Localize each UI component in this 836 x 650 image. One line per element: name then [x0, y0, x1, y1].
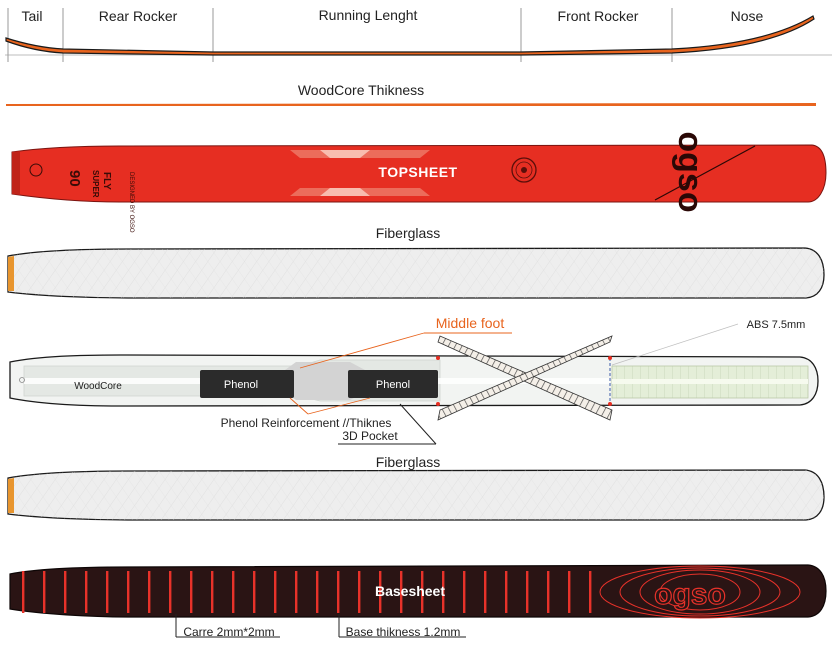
- basesheet-stripe: [64, 571, 67, 613]
- fiberglass-top-section: Fiberglass: [7, 225, 825, 299]
- topsheet-section: 90 SUPER FLY DESIGNED BY OGSO TOPSHEET o…: [11, 131, 827, 233]
- phenol-block-2: [348, 370, 438, 398]
- phenol-reinforcement-label: Phenol Reinforcement //Thiknes: [221, 416, 392, 430]
- woodcore-label: WoodCore: [74, 381, 122, 392]
- base-thickness-label: Base thikness 1.2mm: [346, 625, 461, 639]
- fiberglass-bottom-texture: [8, 470, 824, 520]
- basesheet-stripe: [505, 571, 508, 613]
- fiberglass-top-texture: [8, 248, 824, 298]
- pocket-corner-marker: [436, 402, 440, 406]
- fiberglass-bottom-tail-accent: [8, 478, 14, 513]
- basesheet-stripe: [379, 571, 382, 613]
- pocket-corner-marker: [608, 356, 612, 360]
- carre-label: Carre 2mm*2mm: [183, 625, 274, 639]
- basesheet-brand-logo: ogso: [654, 578, 726, 611]
- basesheet-contour-lines: [599, 565, 801, 619]
- topsheet-model-line: SUPER: [91, 170, 100, 198]
- basesheet-stripe: [547, 571, 550, 613]
- topsheet-diagonal-stripe: [654, 145, 756, 201]
- core-section: ABS 7.5mm Phenol Phenol WoodCore Middle …: [9, 315, 819, 445]
- core-tail-mark: [19, 377, 25, 383]
- middle-foot-zone: [285, 362, 365, 400]
- topsheet-model-number: 90: [66, 170, 83, 187]
- fiberglass-bottom-section: Fiberglass: [7, 454, 825, 521]
- basesheet-stripe: [106, 571, 109, 613]
- basesheet-label: Basesheet: [375, 583, 445, 599]
- zone-label-nose: Nose: [731, 8, 764, 24]
- basesheet-stripe: [589, 571, 592, 613]
- basesheet-ski: [9, 564, 827, 618]
- zone-label-front-rocker: Front Rocker: [558, 8, 639, 24]
- topsheet-side-text: DESIGNED BY OGSO: [128, 172, 134, 233]
- basesheet-stripe: [43, 571, 46, 613]
- basesheet-stripe: [400, 571, 403, 613]
- zone-label-running-length: Running Lenght: [319, 7, 418, 23]
- zone-label-tail: Tail: [21, 8, 42, 24]
- basesheet-stripe: [274, 571, 277, 613]
- basesheet-stripe: [190, 571, 193, 613]
- basesheet-stripe: [85, 571, 88, 613]
- basesheet-stripe: [568, 571, 571, 613]
- abs-leader-line: [611, 323, 739, 366]
- basesheet-stripe: [148, 571, 151, 613]
- basesheet-stripe: [211, 571, 214, 613]
- phenol-label-1: Phenol: [224, 379, 258, 391]
- basesheet-stripe: [253, 571, 256, 613]
- basesheet-stripe: [22, 571, 25, 613]
- phenol-label-2: Phenol: [376, 379, 410, 391]
- basesheet-section: ogso Basesheet Carre 2mm*2mm Base thikne…: [9, 564, 827, 639]
- basesheet-stripe: [442, 571, 445, 613]
- pocket-corner-marker: [608, 402, 612, 406]
- basesheet-stripe: [421, 571, 424, 613]
- basesheet-stripes: [22, 571, 592, 613]
- ski-profile-curve: [5, 15, 815, 56]
- basesheet-stripe: [316, 571, 319, 613]
- basesheet-stripe: [232, 571, 235, 613]
- basesheet-stripe: [463, 571, 466, 613]
- fiberglass-top-tail-accent: [8, 256, 14, 291]
- basesheet-stripe: [526, 571, 529, 613]
- basesheet-stripe: [337, 571, 340, 613]
- basesheet-stripe: [169, 571, 172, 613]
- topsheet-model-line: FLY: [101, 172, 112, 190]
- phenol-block-1: [200, 370, 294, 398]
- basesheet-stripe: [484, 571, 487, 613]
- topsheet-brand-logo: ogso: [671, 131, 709, 212]
- pocket-corner-marker: [436, 356, 440, 360]
- pocket-label: 3D Pocket: [342, 429, 398, 443]
- profile-section: Tail Rear Rocker Running Lenght Front Ro…: [5, 7, 832, 62]
- woodcore-thickness-section: WoodCore Thikness: [6, 82, 816, 106]
- topsheet-tail-emblem: [29, 163, 43, 177]
- basesheet-stripe: [127, 571, 130, 613]
- topsheet-tail-edge: [12, 151, 20, 195]
- woodcore-thickness-title: WoodCore Thikness: [298, 82, 424, 98]
- topsheet-ski: [11, 144, 827, 203]
- fiberglass-bottom-label: Fiberglass: [376, 454, 441, 470]
- phenol-reinforcement-leader: [289, 397, 309, 415]
- phenol-reinforcement-leader: [307, 397, 371, 415]
- basesheet-stripe: [295, 571, 298, 613]
- middle-foot-leader: [299, 332, 425, 369]
- pocket-x-band: [437, 335, 613, 421]
- topsheet-seal-icon: [511, 157, 537, 183]
- woodcore-thickness-profile: [6, 103, 816, 106]
- abs-insert-center: [612, 379, 808, 384]
- fiberglass-top-label: Fiberglass: [376, 225, 441, 241]
- topsheet-center-graphic: [320, 150, 370, 158]
- pocket-leader: [399, 403, 437, 445]
- topsheet-center-graphic: [320, 188, 370, 196]
- basesheet-stripe: [358, 571, 361, 613]
- topsheet-label: TOPSHEET: [378, 164, 457, 180]
- zone-label-rear-rocker: Rear Rocker: [99, 8, 178, 24]
- abs-label: ABS 7.5mm: [747, 319, 806, 331]
- middle-foot-label: Middle foot: [436, 315, 505, 331]
